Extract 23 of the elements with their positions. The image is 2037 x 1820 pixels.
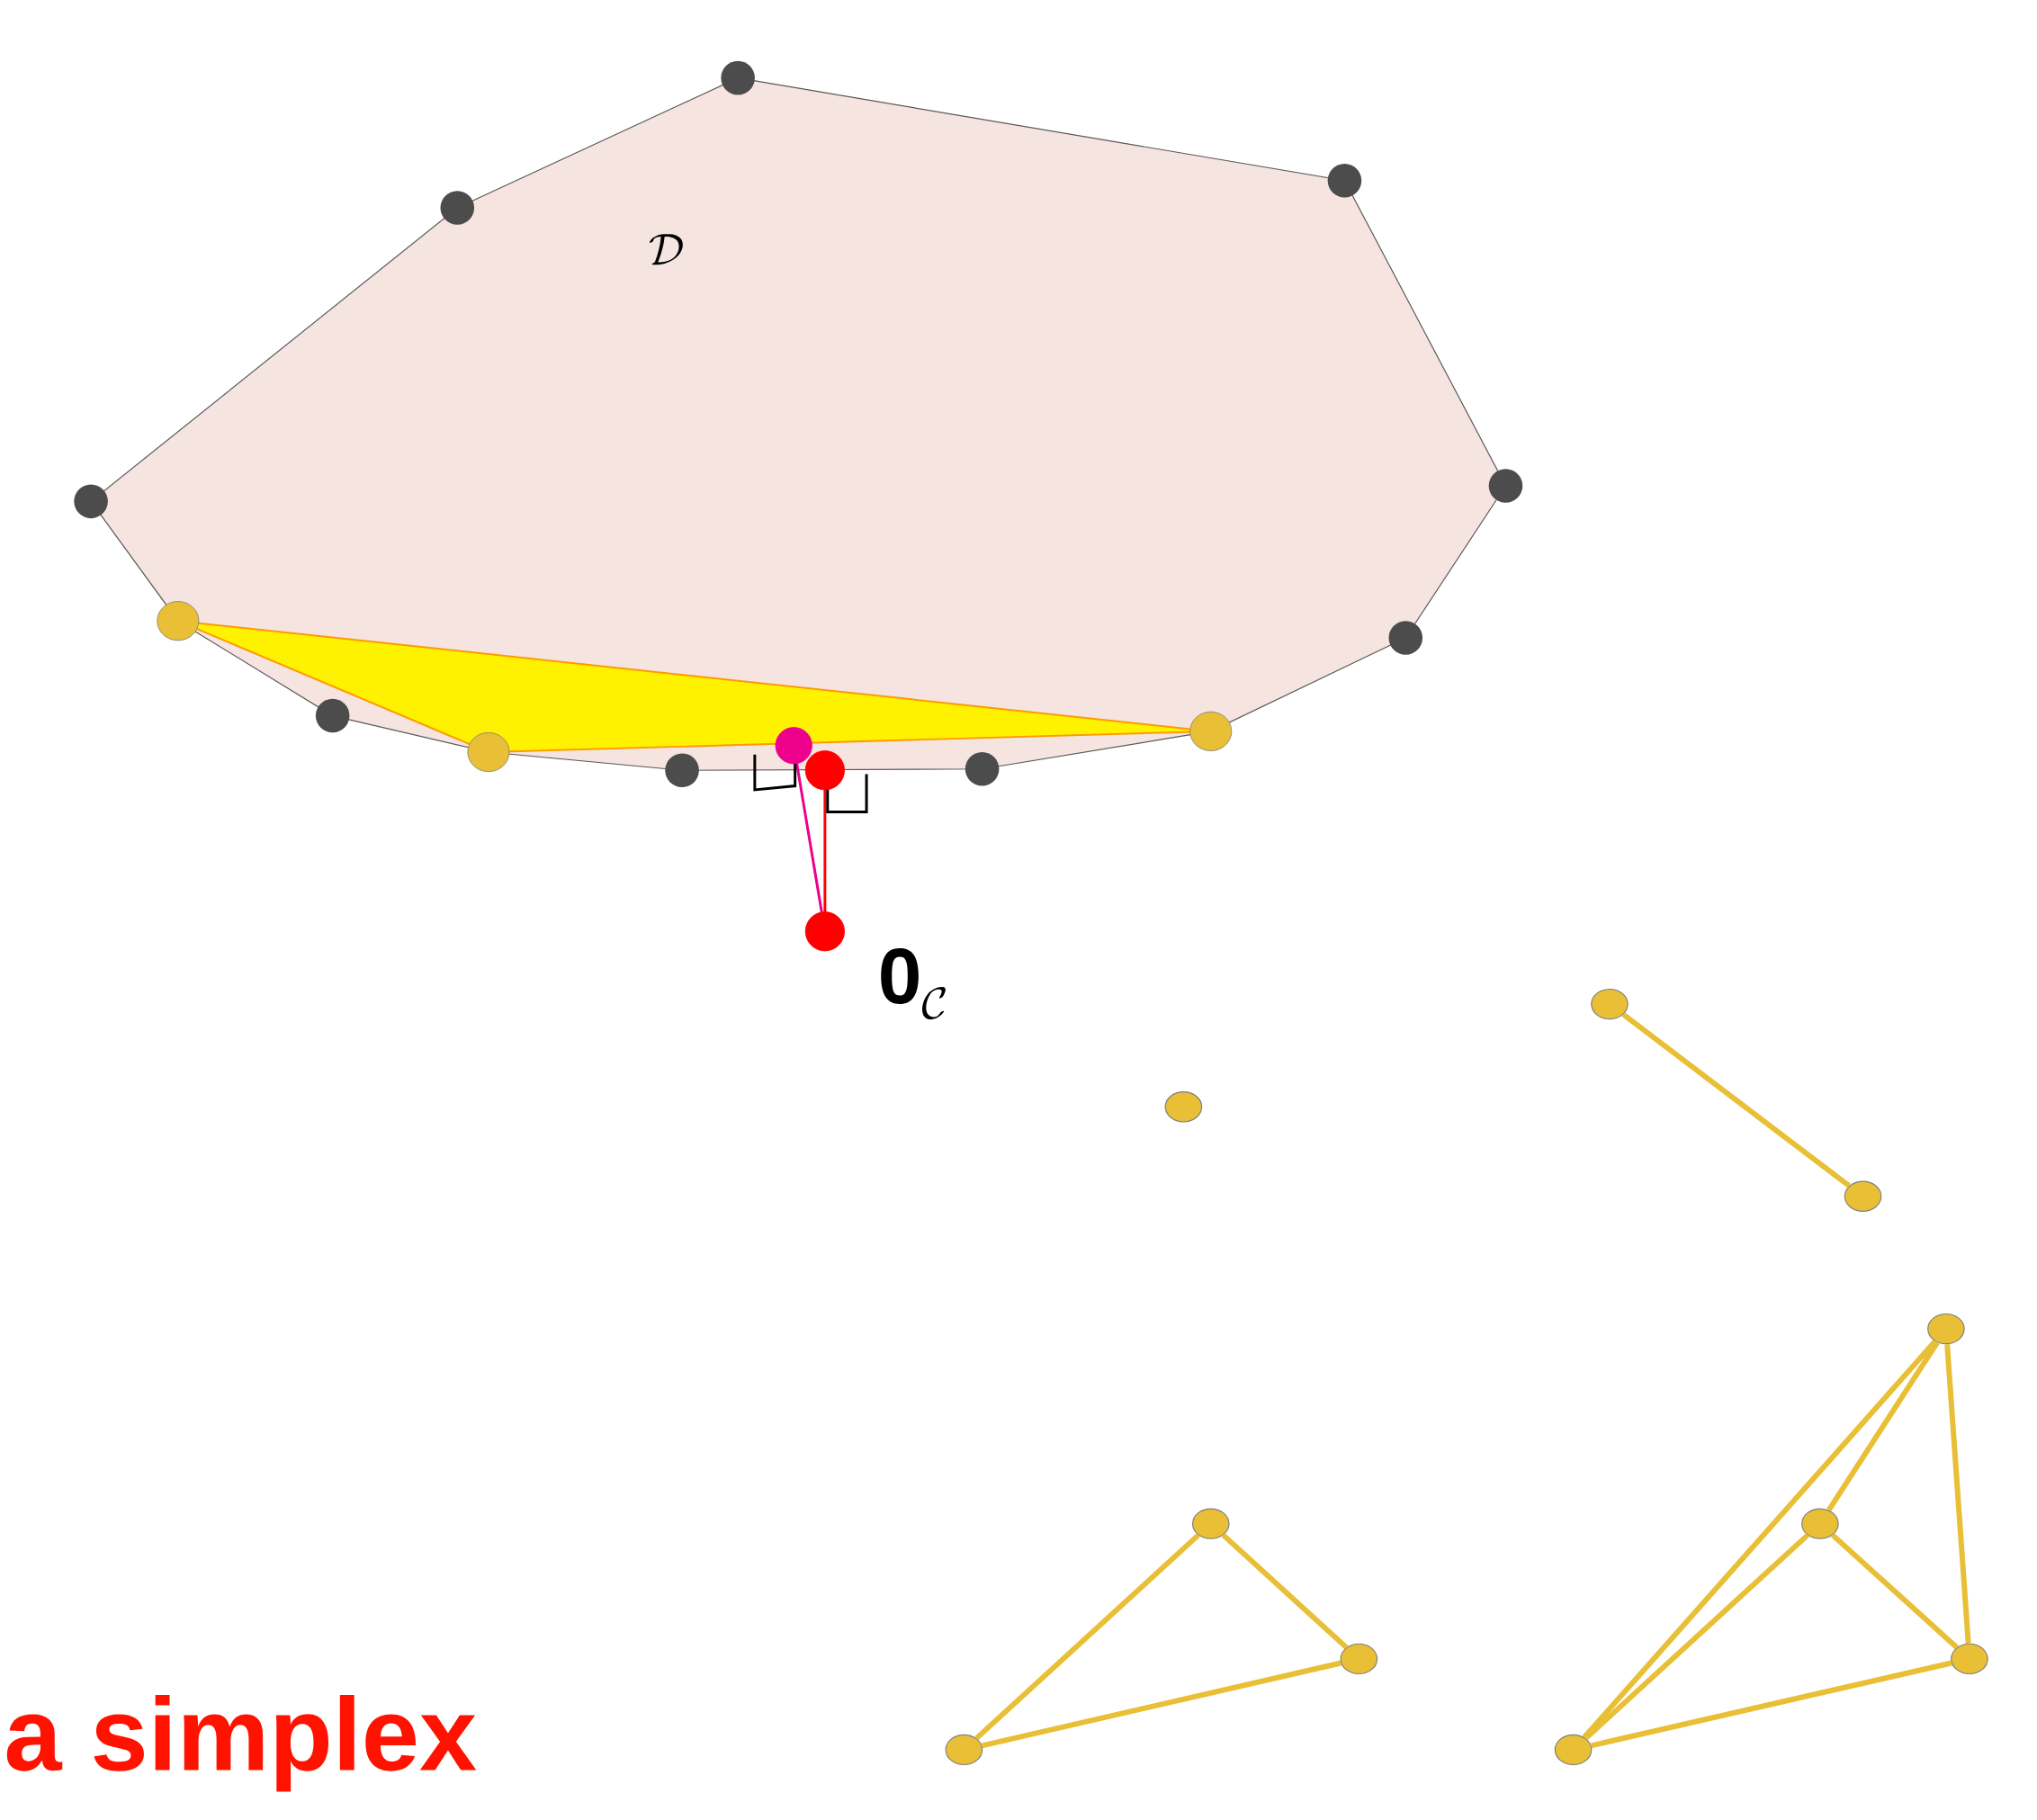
simplex-edge [1826, 1340, 1940, 1512]
simplex-edge [1582, 1340, 1937, 1740]
simplex-edge [1221, 1533, 1349, 1650]
vertex-dot [1951, 1643, 1988, 1675]
vertex-dot [1591, 988, 1629, 1020]
simplex-edge [1590, 1660, 1952, 1749]
simplex-edge [1584, 1533, 1809, 1741]
vertex-dot [1844, 1180, 1882, 1213]
vertex-dot [1554, 1734, 1593, 1766]
region-label: $\mathcal{D}$ [650, 234, 683, 265]
vertex-dot [1340, 1643, 1378, 1675]
simplex-edge [1830, 1533, 1959, 1650]
point-label: $\mathbf{0}_{\mathcal{C}}$ [881, 948, 946, 1020]
vertex-dot [1801, 1508, 1839, 1539]
vertex-dot [945, 1734, 983, 1766]
simplex-edge [981, 1660, 1342, 1749]
vertex-dot [1927, 1313, 1965, 1345]
title-text: a simplex [6, 1695, 477, 1792]
simplex-edge [1621, 1012, 1852, 1188]
simplex-edge [1944, 1344, 1971, 1644]
vertex-dot [1164, 1091, 1203, 1123]
vertex-dot [1191, 1508, 1230, 1539]
simplex-edge [974, 1533, 1200, 1741]
